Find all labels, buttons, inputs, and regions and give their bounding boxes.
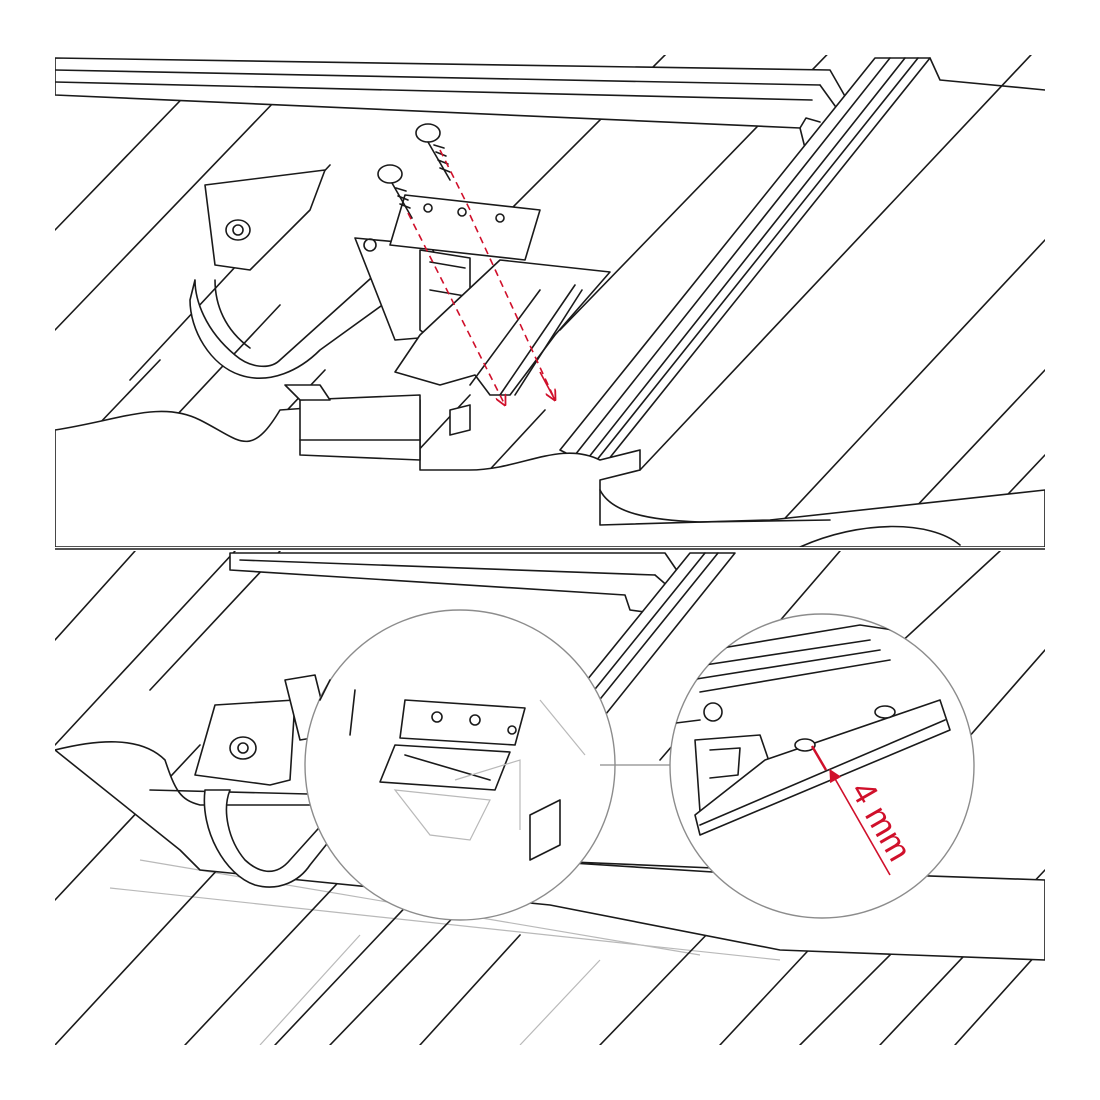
mounting-rail-bottom bbox=[229, 552, 681, 613]
mounting-rail-top bbox=[55, 57, 851, 151]
tile-hook-arm-top bbox=[189, 169, 471, 379]
install-guides-top bbox=[407, 149, 555, 405]
roof-tile-lifted bbox=[55, 399, 1045, 547]
sliding-plate-top bbox=[389, 194, 611, 396]
top-panel bbox=[55, 55, 1045, 547]
magnifier-circle-1 bbox=[304, 609, 616, 921]
screw-2-top bbox=[377, 164, 413, 219]
detail-circle: 4 mm bbox=[669, 613, 975, 919]
bottom-panel: 4 mm bbox=[55, 551, 1045, 1045]
tile-hook-base-top bbox=[284, 384, 471, 461]
screw-1-top bbox=[415, 123, 451, 181]
